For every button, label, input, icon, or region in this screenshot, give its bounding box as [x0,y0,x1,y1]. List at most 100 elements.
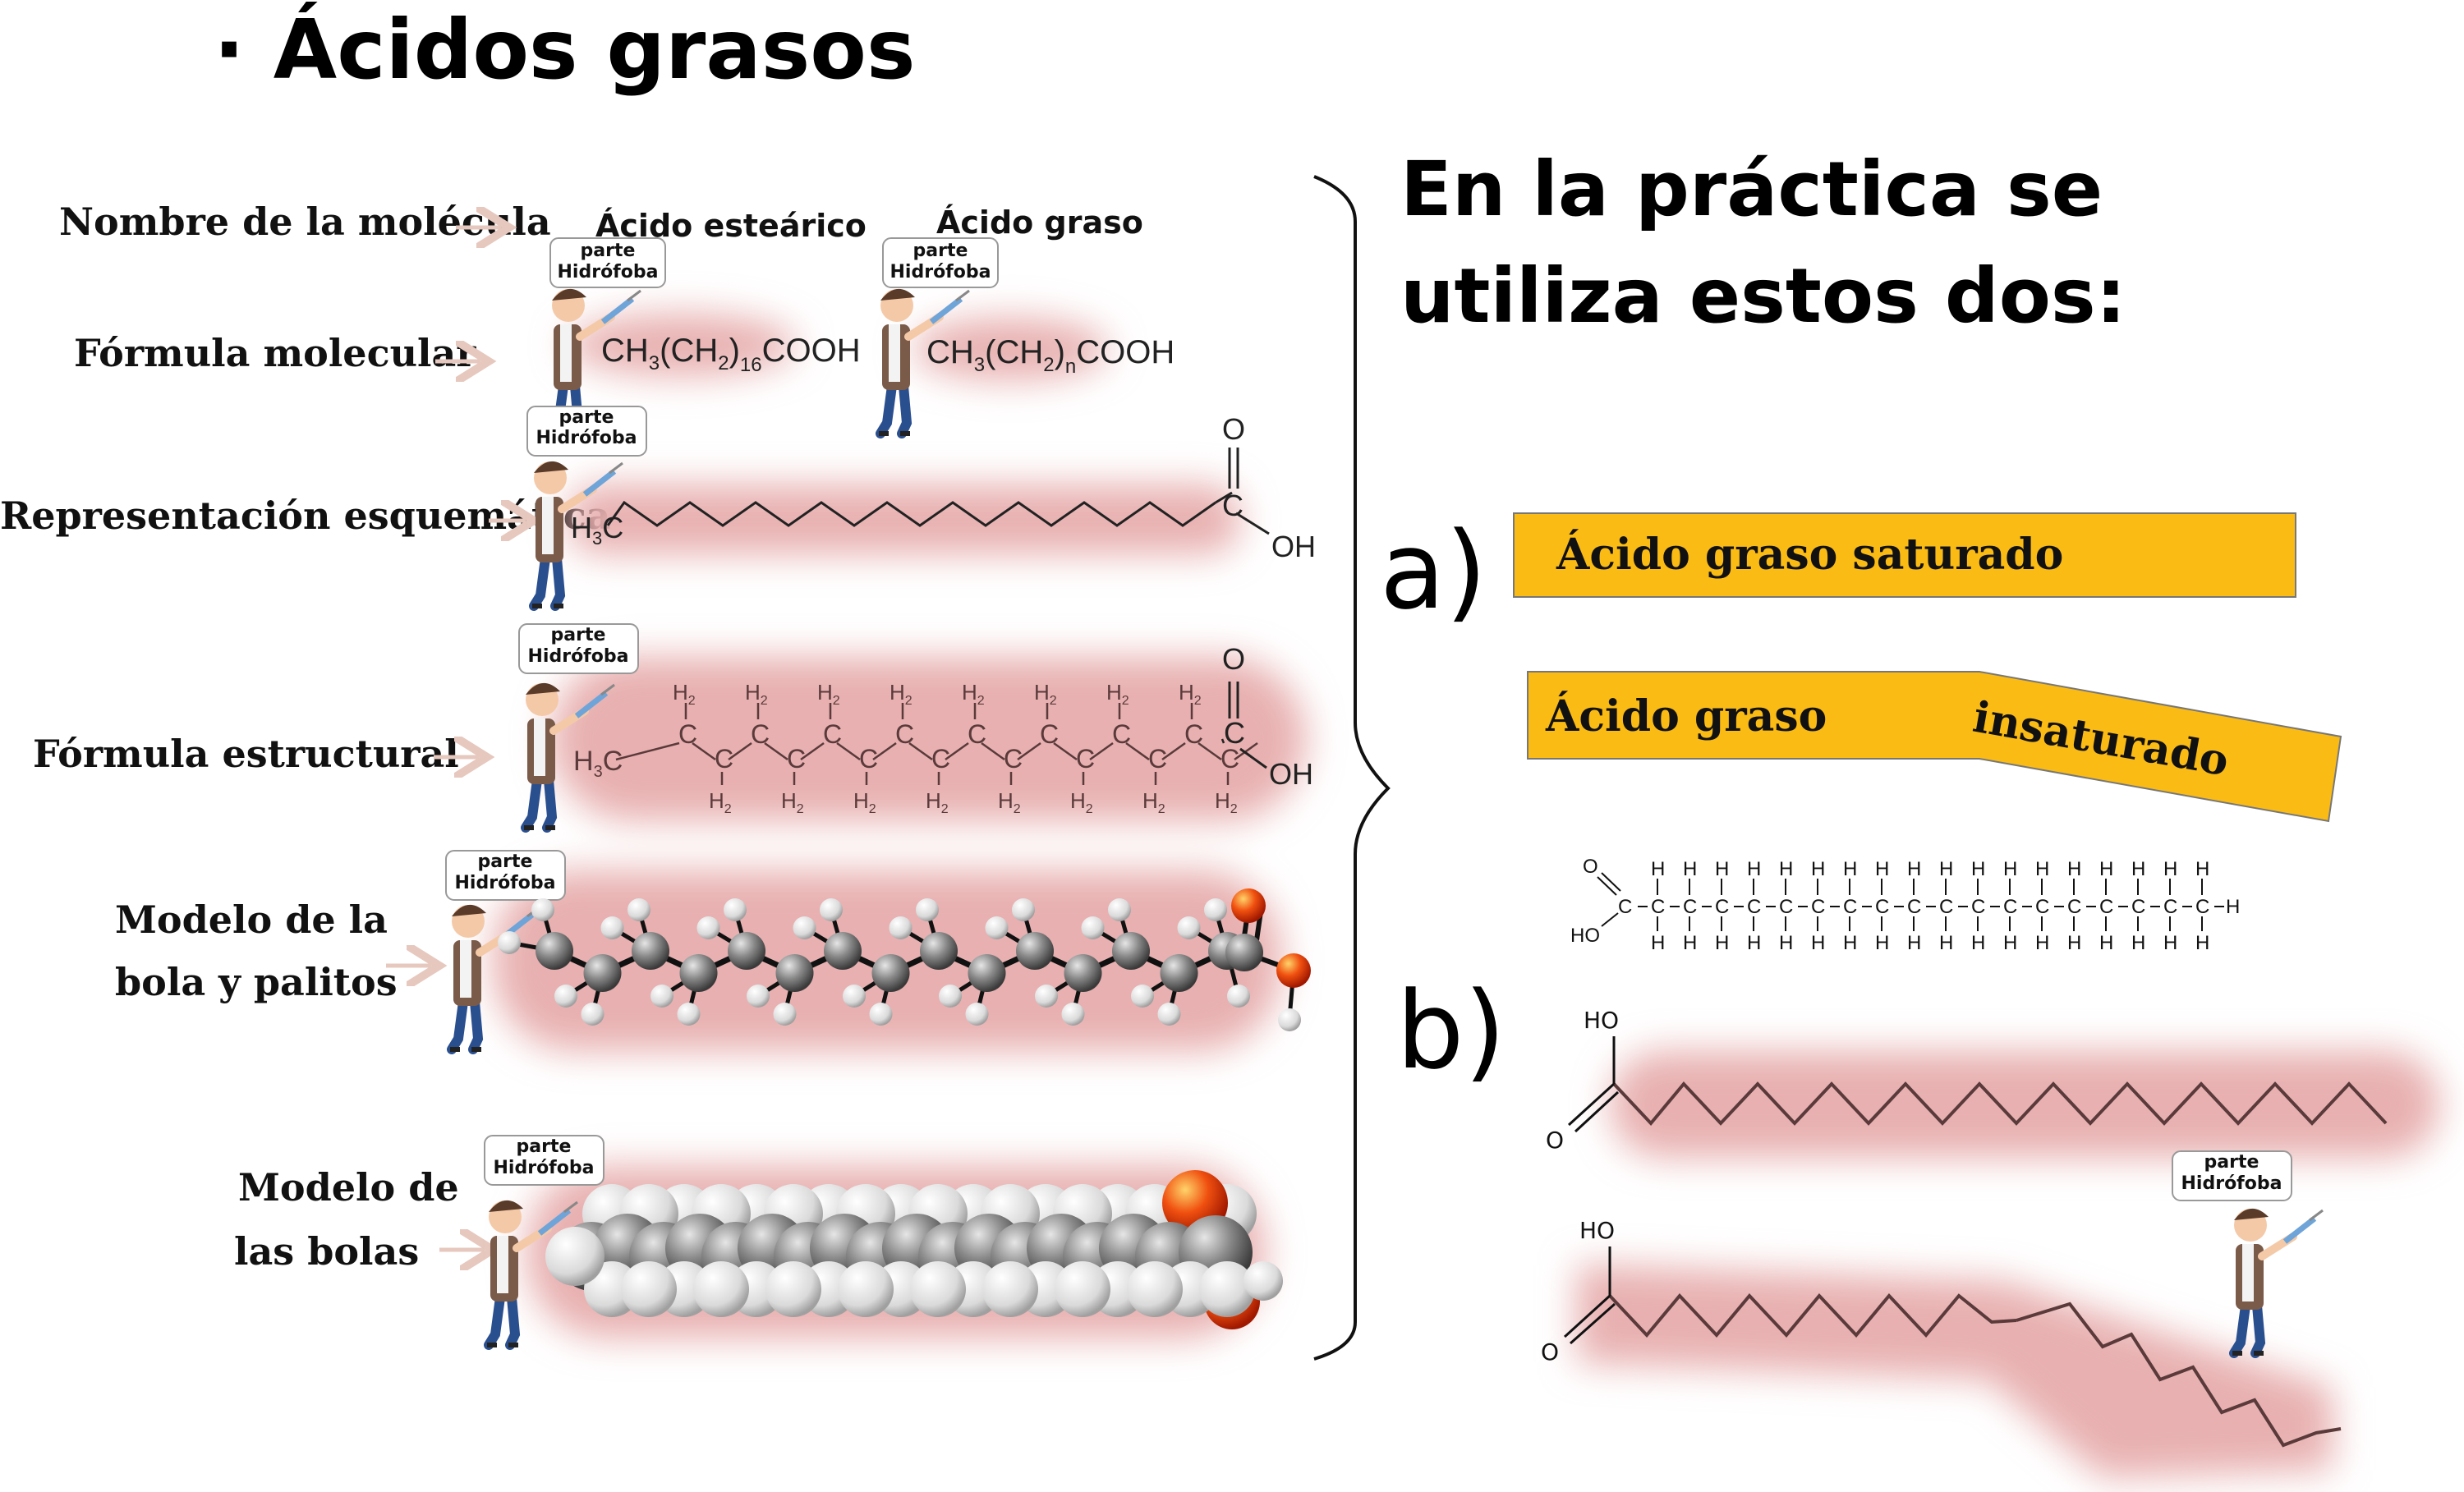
spacefill-hydrogen [982,1261,1038,1317]
condensed-h: H [1939,858,1953,880]
condensed-carbon: C [2163,896,2177,918]
svg-text:Hidrófoba: Hidrófoba [558,262,659,282]
condensed-h: H [1779,858,1793,880]
structural-carbon: C [859,744,878,774]
curly-brace [1313,175,1391,1361]
spacefill-hydrogen [621,1261,677,1317]
condensed-h: H [1779,932,1793,954]
ball-stick-model [498,888,1311,1031]
structural-carbon: C [1040,719,1059,749]
banner-unsaturated [1527,671,2342,823]
spacefill-hydrogen [838,1261,894,1317]
ballstick-hydrogen [889,916,913,939]
label-ballstick-1: Modelo de la [115,897,388,942]
glow-formula-stearic [567,314,797,376]
spacefill-hydrogen [910,1261,966,1317]
structural-carbon: C [715,744,733,774]
condensed-h: H [2163,858,2177,880]
unsat-ho: HO [1579,1217,1615,1244]
ballstick-hydrogen [581,1003,605,1026]
ballstick-carbon [632,932,669,970]
structural-o: O [1222,642,1245,676]
space-filling-model [545,1170,1283,1329]
condensed-h: H [1843,932,1857,954]
label-a: a) [1380,508,1487,633]
col-fatty: Ácido graso [936,204,1143,241]
structural-carbon: C [678,719,697,749]
ballstick-hydrogen [627,898,650,921]
condensed-h: H [1683,858,1697,880]
label-spacefill-2: las bolas [234,1229,419,1274]
ballstick-hydrogen [1081,916,1105,939]
condensed-carbon: C [2003,896,2017,918]
spacefill-hydrogen [1127,1261,1183,1317]
label-ballstick-2: bola y palitos [115,960,398,1004]
condensed-carbon: C [1779,896,1793,918]
ballstick-carbon [679,954,718,992]
spacefill-hydrogen [693,1261,749,1317]
condensed-h: H [2163,932,2177,954]
condensed-carbon: C [1651,896,1665,918]
condensed-h: H [1811,858,1825,880]
condensed-h: H [2131,858,2145,880]
ballstick-carbon [920,932,958,970]
structural-oh: OH [1269,757,1313,791]
svg-text:parte: parte [551,625,606,645]
spacefill-hydrogen [1243,1261,1283,1301]
condensed-carbon: C [1683,896,1697,918]
saturated-skeleton: HO O [1546,1007,2388,1154]
spacefill-hydrogen [1199,1261,1255,1317]
ballstick-carbon [728,932,765,970]
structural-bond [1239,747,1267,769]
condensed-h: H [1715,932,1729,954]
condensed-carbon: C [2099,896,2113,918]
ballstick-carbon [871,954,910,992]
condensed-carbon: C [1939,896,1953,918]
glow-schematic [567,484,1240,554]
condensed-h: H [1971,858,1985,880]
condensed-h: H [2035,858,2049,880]
unsaturated-skeleton: HO O [1541,1217,2342,1448]
glow-right-b1 [1610,1051,2439,1158]
condensed-h: H [2003,932,2017,954]
ballstick-hydrogen [1131,985,1154,1008]
condensed-h: H [2035,932,2049,954]
ballstick-hydrogen [820,898,843,921]
ballstick-carbon [1064,954,1102,992]
ballstick-hydrogen [696,916,720,939]
condensed-carbon: C [1875,896,1889,918]
ballstick-hydrogen [1108,898,1131,921]
condensed-h: H [1683,932,1697,954]
condensed-h: H [1651,858,1665,880]
structural-carbon: C [895,719,914,749]
condensed-carbon: C [1843,896,1857,918]
structural-carbon: C [787,744,806,774]
condensed-h: H [2003,858,2017,880]
ballstick-carbon [1225,934,1263,971]
svg-text:parte: parte [2204,1152,2259,1173]
condensed-h: H [2067,932,2081,954]
svg-text:Hidrófoba: Hidrófoba [528,646,629,667]
ballstick-hydrogen [1177,916,1201,939]
condensed-h: H [2131,932,2145,954]
structural-carbon: C [1076,744,1095,774]
ballstick-carbon [1160,954,1198,992]
condensed-carbon: C [1971,896,1985,918]
schematic-chain [606,500,1216,527]
ballstick-carbon [536,932,573,970]
ballstick-hydrogen [869,1003,893,1026]
ballstick-hydrogen [1227,985,1250,1008]
row-arrows [386,227,526,1250]
sat-o: O [1546,1127,1564,1154]
condensed-carbon: C [2195,896,2209,918]
ballstick-hydrogen [985,916,1009,939]
structural-carbon: C [931,744,950,774]
ballstick-hydrogen [773,1003,797,1026]
condensed-carbon: C [1907,896,1921,918]
